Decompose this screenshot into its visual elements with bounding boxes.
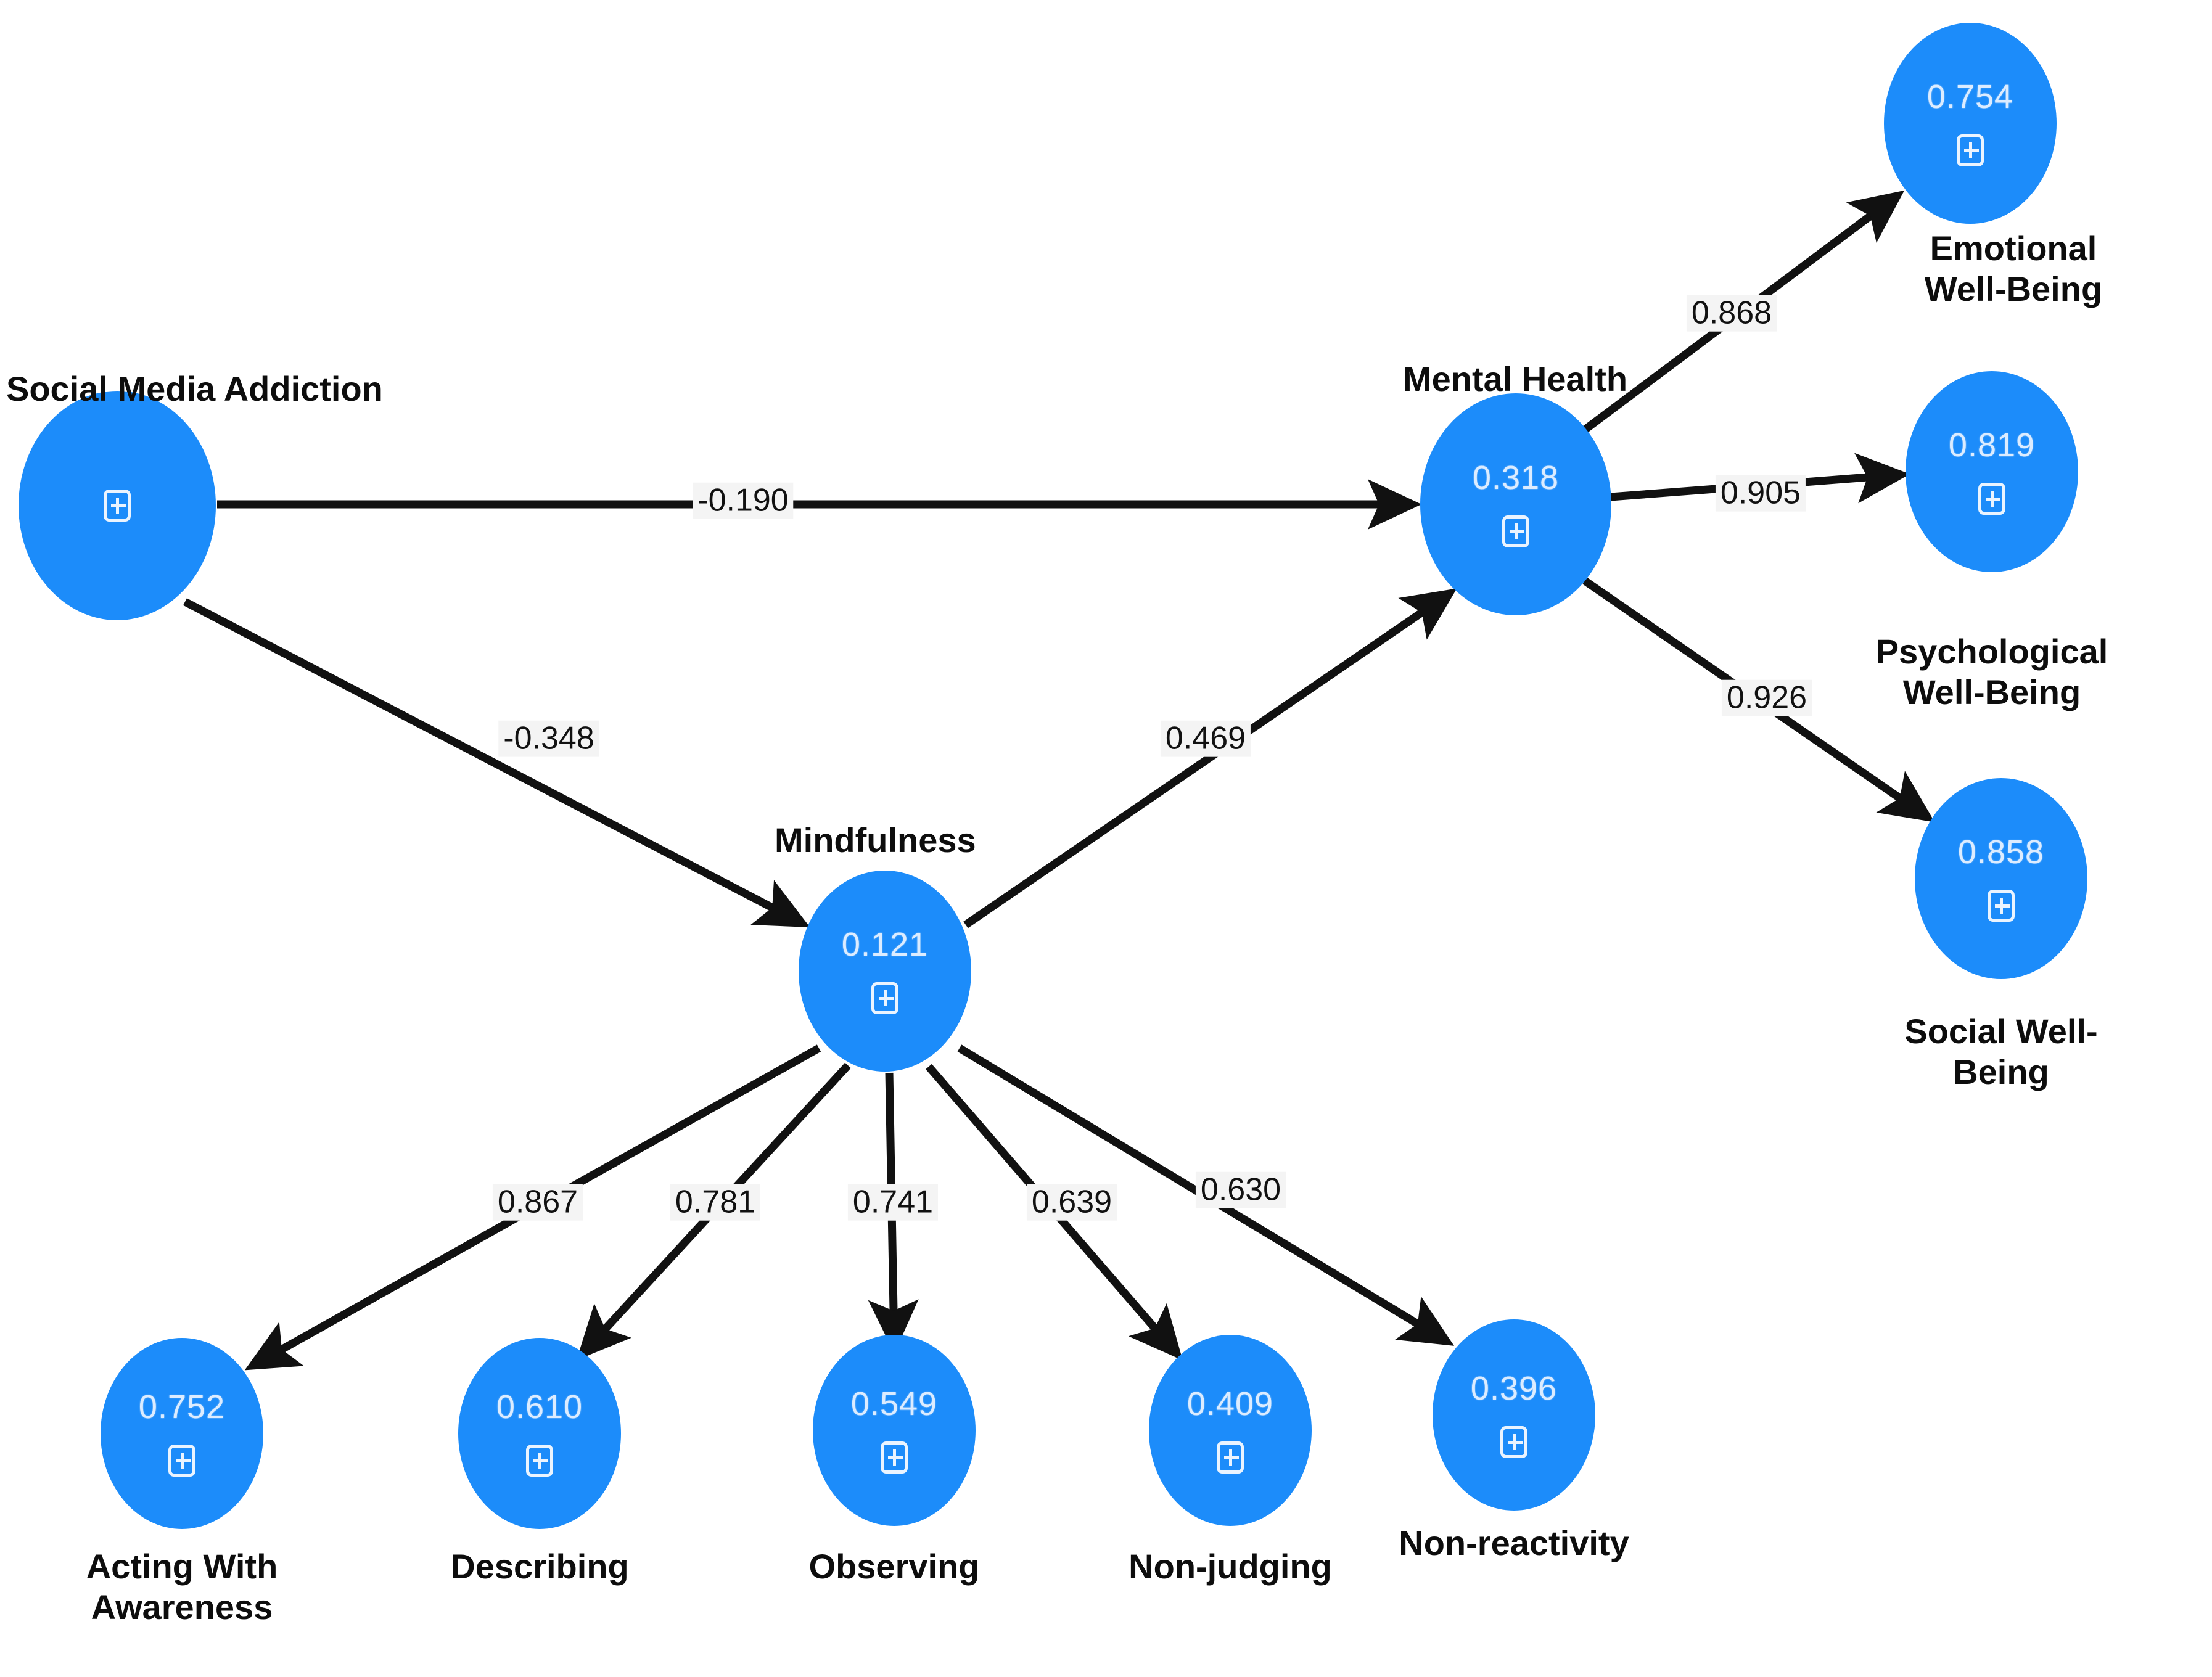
expand-plus-icon[interactable] — [1988, 890, 2015, 922]
node-value-mental-health: 0.318 — [1472, 459, 1560, 496]
coefficient-sma-to-mental-health: -0.190 — [693, 482, 794, 519]
coefficient-mental-health-to-psychological-well-being: 0.905 — [1715, 475, 1806, 512]
node-observing[interactable]: 0.549 — [813, 1335, 976, 1526]
expand-plus-icon[interactable] — [881, 1441, 908, 1474]
node-value-psychological-well-being: 0.819 — [1948, 427, 2036, 464]
coefficient-mental-health-to-emotional-well-being: 0.868 — [1686, 295, 1777, 332]
coefficient-mindfulness-to-observing: 0.741 — [847, 1184, 939, 1221]
node-label-observing: Observing — [808, 1547, 980, 1586]
coefficient-mindfulness-to-mental-health: 0.469 — [1160, 720, 1251, 757]
coefficient-mindfulness-to-non-reactivity: 0.630 — [1195, 1171, 1286, 1208]
node-label-non-judging: Non-judging — [1129, 1547, 1332, 1586]
expand-plus-icon[interactable] — [871, 982, 898, 1014]
node-mindfulness[interactable]: 0.121 — [799, 871, 971, 1072]
node-describing[interactable]: 0.610 — [458, 1338, 621, 1529]
expand-plus-icon[interactable] — [526, 1445, 553, 1477]
node-non-reactivity[interactable]: 0.396 — [1433, 1319, 1595, 1511]
expand-plus-icon[interactable] — [1978, 483, 2005, 515]
node-label-mental-health: Mental Health — [1403, 359, 1628, 398]
node-value-observing: 0.549 — [850, 1385, 938, 1422]
expand-plus-icon[interactable] — [1502, 515, 1529, 547]
node-label-acting-with-awareness: Acting With Awareness — [86, 1547, 278, 1627]
node-social-well-being[interactable]: 0.858 — [1915, 778, 2087, 979]
expand-plus-icon[interactable] — [168, 1445, 195, 1477]
coefficient-mental-health-to-social-well-being: 0.926 — [1721, 679, 1812, 716]
node-label-psychological-well-being: Psychological Well-Being — [1875, 632, 2108, 712]
node-value-emotional-well-being: 0.754 — [1926, 78, 2014, 115]
node-label-non-reactivity: Non-reactivity — [1399, 1523, 1629, 1562]
node-label-social-well-being: Social Well-Being — [1904, 1012, 2098, 1092]
node-label-describing: Describing — [450, 1547, 629, 1586]
node-label-mindfulness: Mindfulness — [775, 821, 976, 859]
coefficient-sma-to-mindfulness: -0.348 — [498, 720, 599, 757]
expand-plus-icon[interactable] — [104, 490, 131, 522]
node-psychological-well-being[interactable]: 0.819 — [1906, 371, 2078, 572]
node-emotional-well-being[interactable]: 0.754 — [1884, 23, 2057, 224]
node-label-emotional-well-being: Emotional Well-Being — [1924, 229, 2103, 309]
edge-sma-to-mindfulness — [183, 598, 810, 928]
expand-plus-icon[interactable] — [1957, 134, 1984, 166]
node-acting-with-awareness[interactable]: 0.752 — [101, 1338, 263, 1529]
node-value-mindfulness: 0.121 — [841, 926, 929, 963]
coefficient-mindfulness-to-acting-with-awareness: 0.867 — [492, 1184, 583, 1221]
node-value-non-reactivity: 0.396 — [1470, 1370, 1558, 1407]
node-value-acting-with-awareness: 0.752 — [138, 1388, 226, 1425]
edge-mindfulness-to-mental-health — [963, 588, 1457, 929]
node-value-non-judging: 0.409 — [1186, 1385, 1274, 1422]
coefficient-mindfulness-to-non-judging: 0.639 — [1026, 1184, 1117, 1221]
expand-plus-icon[interactable] — [1500, 1426, 1527, 1458]
node-non-judging[interactable]: 0.409 — [1149, 1335, 1312, 1526]
node-label-social-media-addiction: Social Media Addiction — [6, 369, 383, 408]
node-mental-health[interactable]: 0.318 — [1420, 393, 1611, 615]
node-value-describing: 0.610 — [496, 1388, 583, 1425]
coefficient-mindfulness-to-describing: 0.781 — [670, 1184, 761, 1221]
expand-plus-icon[interactable] — [1217, 1441, 1244, 1474]
node-social-media-addiction[interactable] — [19, 391, 216, 620]
node-value-social-well-being: 0.858 — [1957, 834, 2045, 871]
